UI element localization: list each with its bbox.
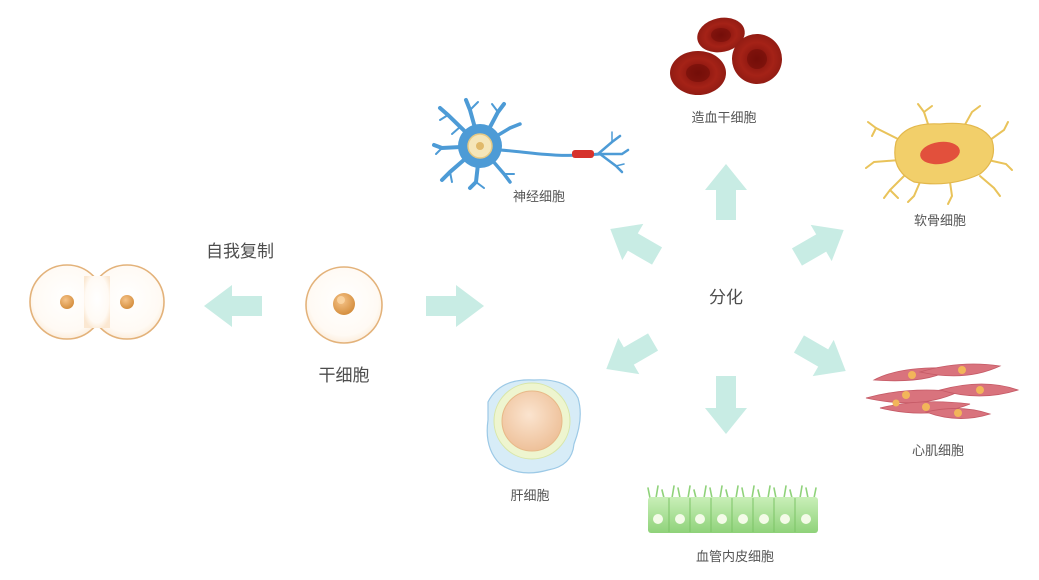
label-hematopoietic-stem-cell: 造血干细胞 [691, 111, 757, 126]
arrow-up-left [610, 223, 663, 265]
label-vascular-endothelial-cell: 血管内皮细胞 [695, 550, 775, 565]
label-stem-cell: 干细胞 [318, 366, 370, 386]
arrow-up [705, 164, 747, 220]
cardiomyocyte-nuclei [892, 366, 984, 417]
arrow-down-left [606, 333, 659, 375]
label-self-renewal: 自我复制 [206, 242, 274, 262]
arrow-up-right [791, 224, 844, 266]
red-blood-cells-illustration [670, 17, 782, 95]
cardiomyocytes-illustration [865, 363, 1020, 419]
label-chondrocyte: 软骨细胞 [913, 214, 967, 229]
endothelium-illustration [647, 485, 818, 533]
label-differentiation: 分化 [709, 288, 743, 308]
chondrocyte-illustration [865, 103, 1013, 205]
label-cardiomyocyte: 心肌细胞 [911, 444, 965, 459]
stem-cell-illustration [305, 266, 383, 344]
label-nerve-cell: 神经细胞 [512, 190, 566, 205]
neuron-body [458, 124, 594, 168]
arrow-to-differentiation [426, 285, 484, 327]
hepatocyte-illustration [486, 379, 581, 474]
label-hepatocyte: 肝细胞 [510, 489, 550, 504]
arrow-down-right [793, 335, 846, 377]
arrow-down [705, 376, 747, 434]
dividing-cell-illustration [29, 264, 165, 340]
arrow-self-renewal [204, 285, 262, 327]
